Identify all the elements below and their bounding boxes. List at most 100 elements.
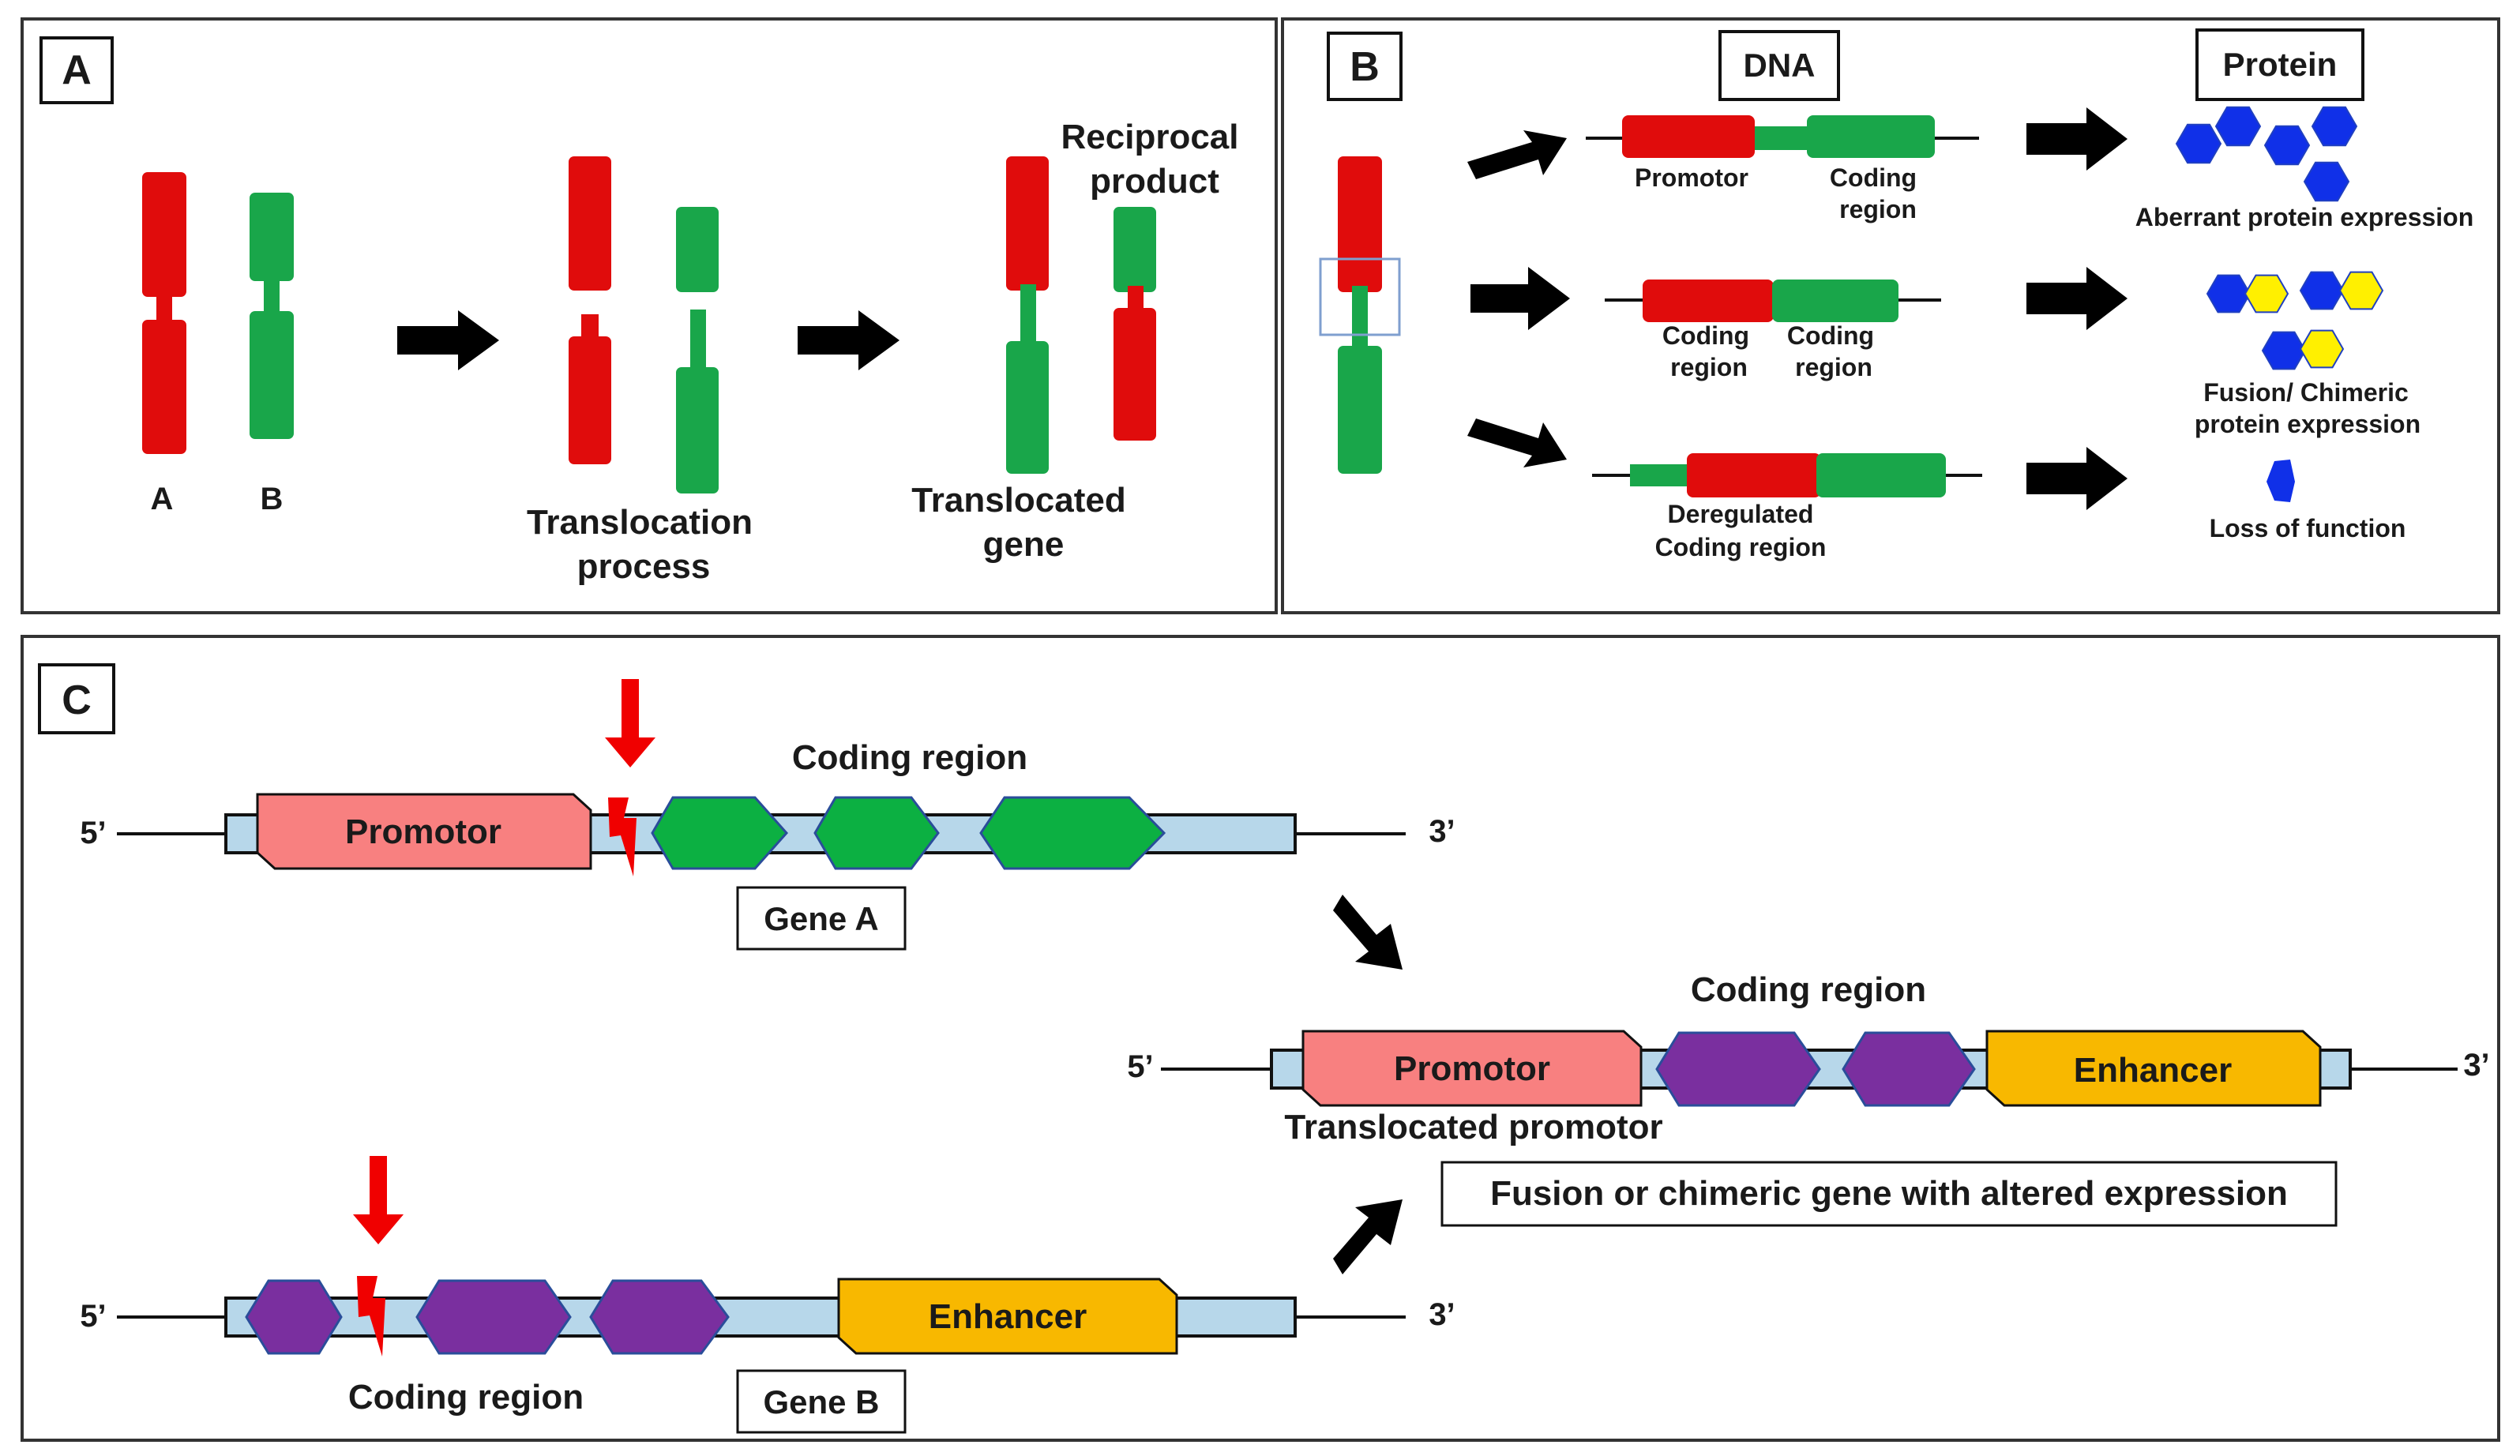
- block-arrow-icon: [2026, 447, 2128, 510]
- hexagon-icon: [2266, 460, 2295, 502]
- gene-b-exon-2: [415, 1279, 572, 1355]
- fusion-enhancer-label: Enhancer: [2074, 1051, 2233, 1090]
- translocated-gene-label-line-2: gene: [983, 525, 1065, 564]
- hexagon-icon: [2175, 123, 2222, 164]
- hexagon-icon: [2263, 125, 2311, 166]
- row2-left-label-2: region: [1670, 353, 1748, 381]
- coding-block-green: [1772, 280, 1898, 322]
- gene-b-enhancer-label: Enhancer: [929, 1297, 1087, 1336]
- gene-b-name-box: [736, 1369, 907, 1434]
- gene-a-promotor-label: Promotor: [345, 812, 501, 851]
- gene-b-five-prime: 5’: [80, 1299, 106, 1334]
- gene-a-exon-3: [979, 796, 1166, 870]
- panel-a-tag: A: [62, 47, 92, 93]
- row2-right-label-1: Coding: [1787, 321, 1874, 350]
- row1-outcome-label: Aberrant protein expression: [2135, 203, 2474, 231]
- fusion-coding-label: Coding region: [1691, 970, 1926, 1009]
- lightning-bolt-icon: [608, 797, 637, 876]
- dna-row-2: Coding region Coding region: [1605, 280, 1941, 381]
- gene-b-exon-1: [245, 1279, 343, 1355]
- promotor-block: [1622, 115, 1755, 158]
- chromosome-a-label: A: [151, 482, 174, 516]
- dna-row-1: Promotor Coding region: [1586, 115, 1979, 223]
- reciprocal-label-line-1: Reciprocal: [1061, 118, 1239, 156]
- row2-left-label-1: Coding: [1662, 321, 1749, 350]
- down-arrow-icon: [353, 1156, 404, 1244]
- breakpoint-selection-box: [1319, 257, 1401, 336]
- translocated-promotor-label: Translocated promotor: [1284, 1108, 1662, 1146]
- coding-block-red: [1643, 280, 1774, 322]
- protein-cluster-fusion: [2206, 271, 2384, 370]
- fusion-caption: Fusion or chimeric gene with altered exp…: [1490, 1174, 2288, 1213]
- coding-block: [1807, 115, 1935, 158]
- row2-outcome-label-1: Fusion/ Chimeric: [2203, 378, 2409, 407]
- block-arrow-icon: [1467, 130, 1567, 179]
- gene-b-exon-3: [589, 1279, 730, 1355]
- block-arrow-icon: [2026, 267, 2128, 330]
- fusion-gene: Promotor Enhancer 5’ 3’ Coding region Tr…: [1127, 970, 2490, 1227]
- deregulated-block-red: [1687, 453, 1821, 497]
- translocation-label-line-2: process: [577, 547, 711, 586]
- panel-b-tag: B: [1350, 44, 1380, 90]
- panel-c-tag: C: [62, 677, 92, 723]
- row1-coding-label-1: Coding: [1830, 163, 1917, 192]
- translocated-chromosome: [1006, 156, 1049, 474]
- dna-header: DNA: [1744, 47, 1816, 84]
- hexagon-icon: [2338, 271, 2384, 310]
- fusion-promotor-box: [1301, 1030, 1643, 1107]
- protein-header-box: [2195, 28, 2364, 101]
- deregulated-block-green: [1816, 453, 1946, 497]
- dna-row-3: Deregulated Coding region: [1592, 453, 1982, 561]
- fusion-exon-1: [1655, 1031, 1821, 1107]
- fusion-three-prime: 3’: [2463, 1048, 2489, 1083]
- gene-a-five-prime: 5’: [80, 816, 106, 850]
- hexagon-icon: [2206, 274, 2251, 313]
- row3-outcome-label: Loss of function: [2210, 514, 2406, 542]
- fusion-enhancer-box: [1985, 1030, 2322, 1107]
- gene-b: Enhancer 5’ 3’ Coding region Gene B: [80, 1156, 1455, 1434]
- row1-promotor-label: Promotor: [1635, 163, 1748, 192]
- fusion-caption-box: [1440, 1161, 2338, 1227]
- chromosome-a: [142, 172, 186, 454]
- panel-b-tag-box: [1327, 32, 1403, 101]
- gene-a-exon-2: [813, 796, 940, 870]
- block-arrow-icon: [1333, 895, 1403, 970]
- hexagon-icon: [2299, 271, 2345, 310]
- fusion-promotor-label: Promotor: [1394, 1049, 1550, 1088]
- lightning-bolt-icon: [357, 1276, 385, 1357]
- translocation-label-line-1: Translocation: [527, 503, 753, 542]
- gene-b-three-prime: 3’: [1429, 1297, 1455, 1332]
- protein-cluster-loss: [2266, 460, 2295, 502]
- row1-coding-label-2: region: [1839, 195, 1917, 223]
- source-chromosome: [1319, 156, 1401, 474]
- protein-cluster-aberrant: [2175, 106, 2358, 202]
- dna-header-box: [1718, 30, 1840, 101]
- fusion-exon-2: [1842, 1031, 1976, 1107]
- chromosome-b-label: B: [261, 482, 284, 516]
- gene-a-promotor-box: [256, 793, 592, 870]
- hexagon-icon: [2311, 106, 2358, 147]
- panel-a: A A B Translocation process: [21, 17, 1278, 614]
- gene-a-coding-label: Coding region: [792, 738, 1027, 777]
- row2-outcome-label-2: protein expression: [2195, 410, 2420, 438]
- fusion-five-prime: 5’: [1127, 1049, 1153, 1084]
- block-arrow-icon: [397, 310, 499, 370]
- panel-b: B DNA Protein Promotor Coding region: [1281, 17, 2500, 614]
- gene-a-name: Gene A: [764, 900, 878, 937]
- panel-a-frame: [21, 17, 1278, 614]
- gene-b-coding-label: Coding region: [348, 1378, 584, 1417]
- down-arrow-icon: [605, 679, 655, 767]
- broken-chromosome-b: [676, 207, 719, 493]
- block-arrow-icon: [2026, 107, 2128, 171]
- row3-label-1: Deregulated: [1668, 500, 1814, 528]
- reciprocal-chromosome: [1114, 207, 1156, 441]
- block-arrow-icon: [1333, 1199, 1403, 1274]
- row2-right-label-2: region: [1795, 353, 1872, 381]
- protein-header: Protein: [2223, 46, 2338, 83]
- gene-a-name-box: [736, 886, 907, 951]
- gene-a-three-prime: 3’: [1429, 814, 1455, 849]
- hexagon-icon: [2214, 106, 2262, 147]
- gene-a: Promotor 5’ 3’ Coding region Gene A: [80, 679, 1455, 951]
- broken-chromosome-a: [569, 156, 611, 464]
